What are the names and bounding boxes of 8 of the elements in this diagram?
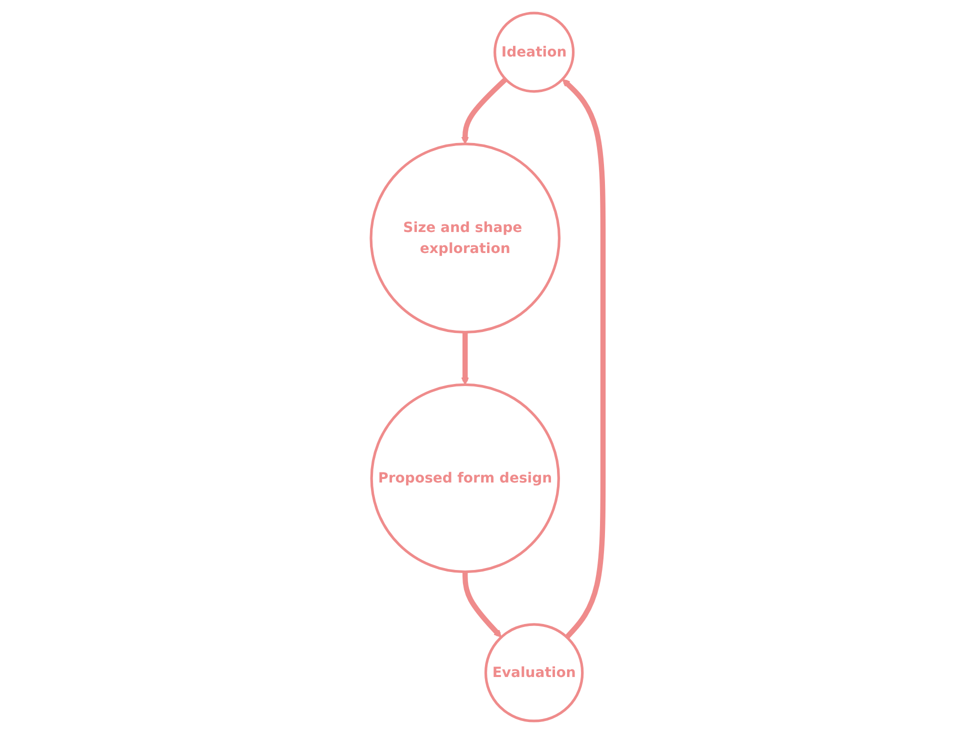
node-circle: Size and shape exploration — [370, 142, 561, 334]
node-circle: Ideation — [494, 12, 575, 93]
arrow — [562, 78, 606, 639]
arrow — [461, 332, 469, 386]
node-circle: Proposed form design — [370, 383, 560, 574]
node-circle: Evaluation — [484, 623, 584, 722]
arrow — [462, 572, 502, 638]
arrow — [461, 77, 508, 144]
